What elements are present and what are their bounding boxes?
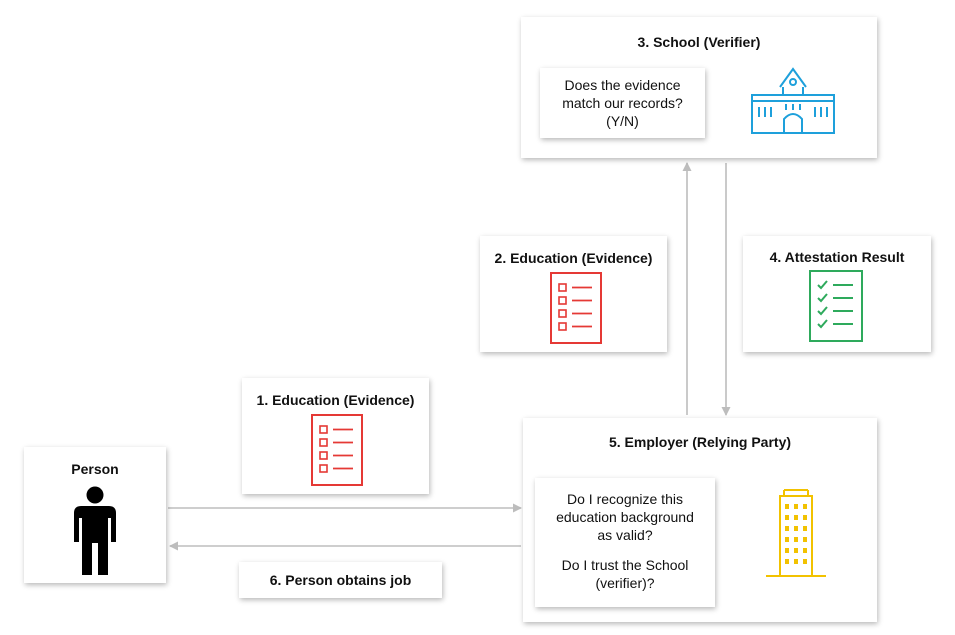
step1-title: 1. Education (Evidence): [256, 392, 415, 408]
employer-question-line: as valid?: [597, 527, 653, 543]
employer-question-line: Do I recognize this: [567, 491, 683, 507]
person-card: Person: [24, 447, 166, 583]
employer-question-spacer: [535, 544, 715, 556]
employer-question-line: education background: [556, 509, 694, 525]
checklist-icon: [311, 414, 363, 486]
step6-title: 6. Person obtains job: [269, 572, 412, 588]
school-building-icon: [751, 67, 835, 134]
employer-question-line: Do I trust the School: [561, 557, 689, 573]
step4-attestation-card: 4. Attestation Result: [743, 236, 931, 352]
step6-job-card: 6. Person obtains job: [239, 562, 442, 598]
step5-employer-card: 5. Employer (Relying Party) Do I recogni…: [523, 418, 877, 622]
step2-evidence-card: 2. Education (Evidence): [480, 236, 667, 352]
employer-question-line: (verifier)?: [595, 575, 655, 591]
person-icon: [74, 486, 116, 575]
person-title: Person: [71, 461, 119, 477]
school-question-line: (Y/N): [606, 113, 639, 129]
step3-school-card: 3. School (Verifier) Does the evidence m…: [521, 17, 877, 158]
employer-question-box: Do I recognize this education background…: [535, 478, 715, 607]
step2-title: 2. Education (Evidence): [494, 250, 653, 266]
step4-title: 4. Attestation Result: [769, 249, 905, 265]
checkmark-list-icon: [809, 270, 863, 342]
step1-evidence-card: 1. Education (Evidence): [242, 378, 429, 494]
school-question-box: Does the evidence match our records? (Y/…: [540, 68, 705, 138]
checklist-icon: [550, 272, 602, 344]
school-question-line: match our records?: [562, 95, 683, 111]
step3-title: 3. School (Verifier): [637, 34, 761, 50]
office-building-icon: [766, 489, 826, 577]
school-question-line: Does the evidence: [564, 77, 681, 93]
step5-title: 5. Employer (Relying Party): [608, 434, 792, 450]
